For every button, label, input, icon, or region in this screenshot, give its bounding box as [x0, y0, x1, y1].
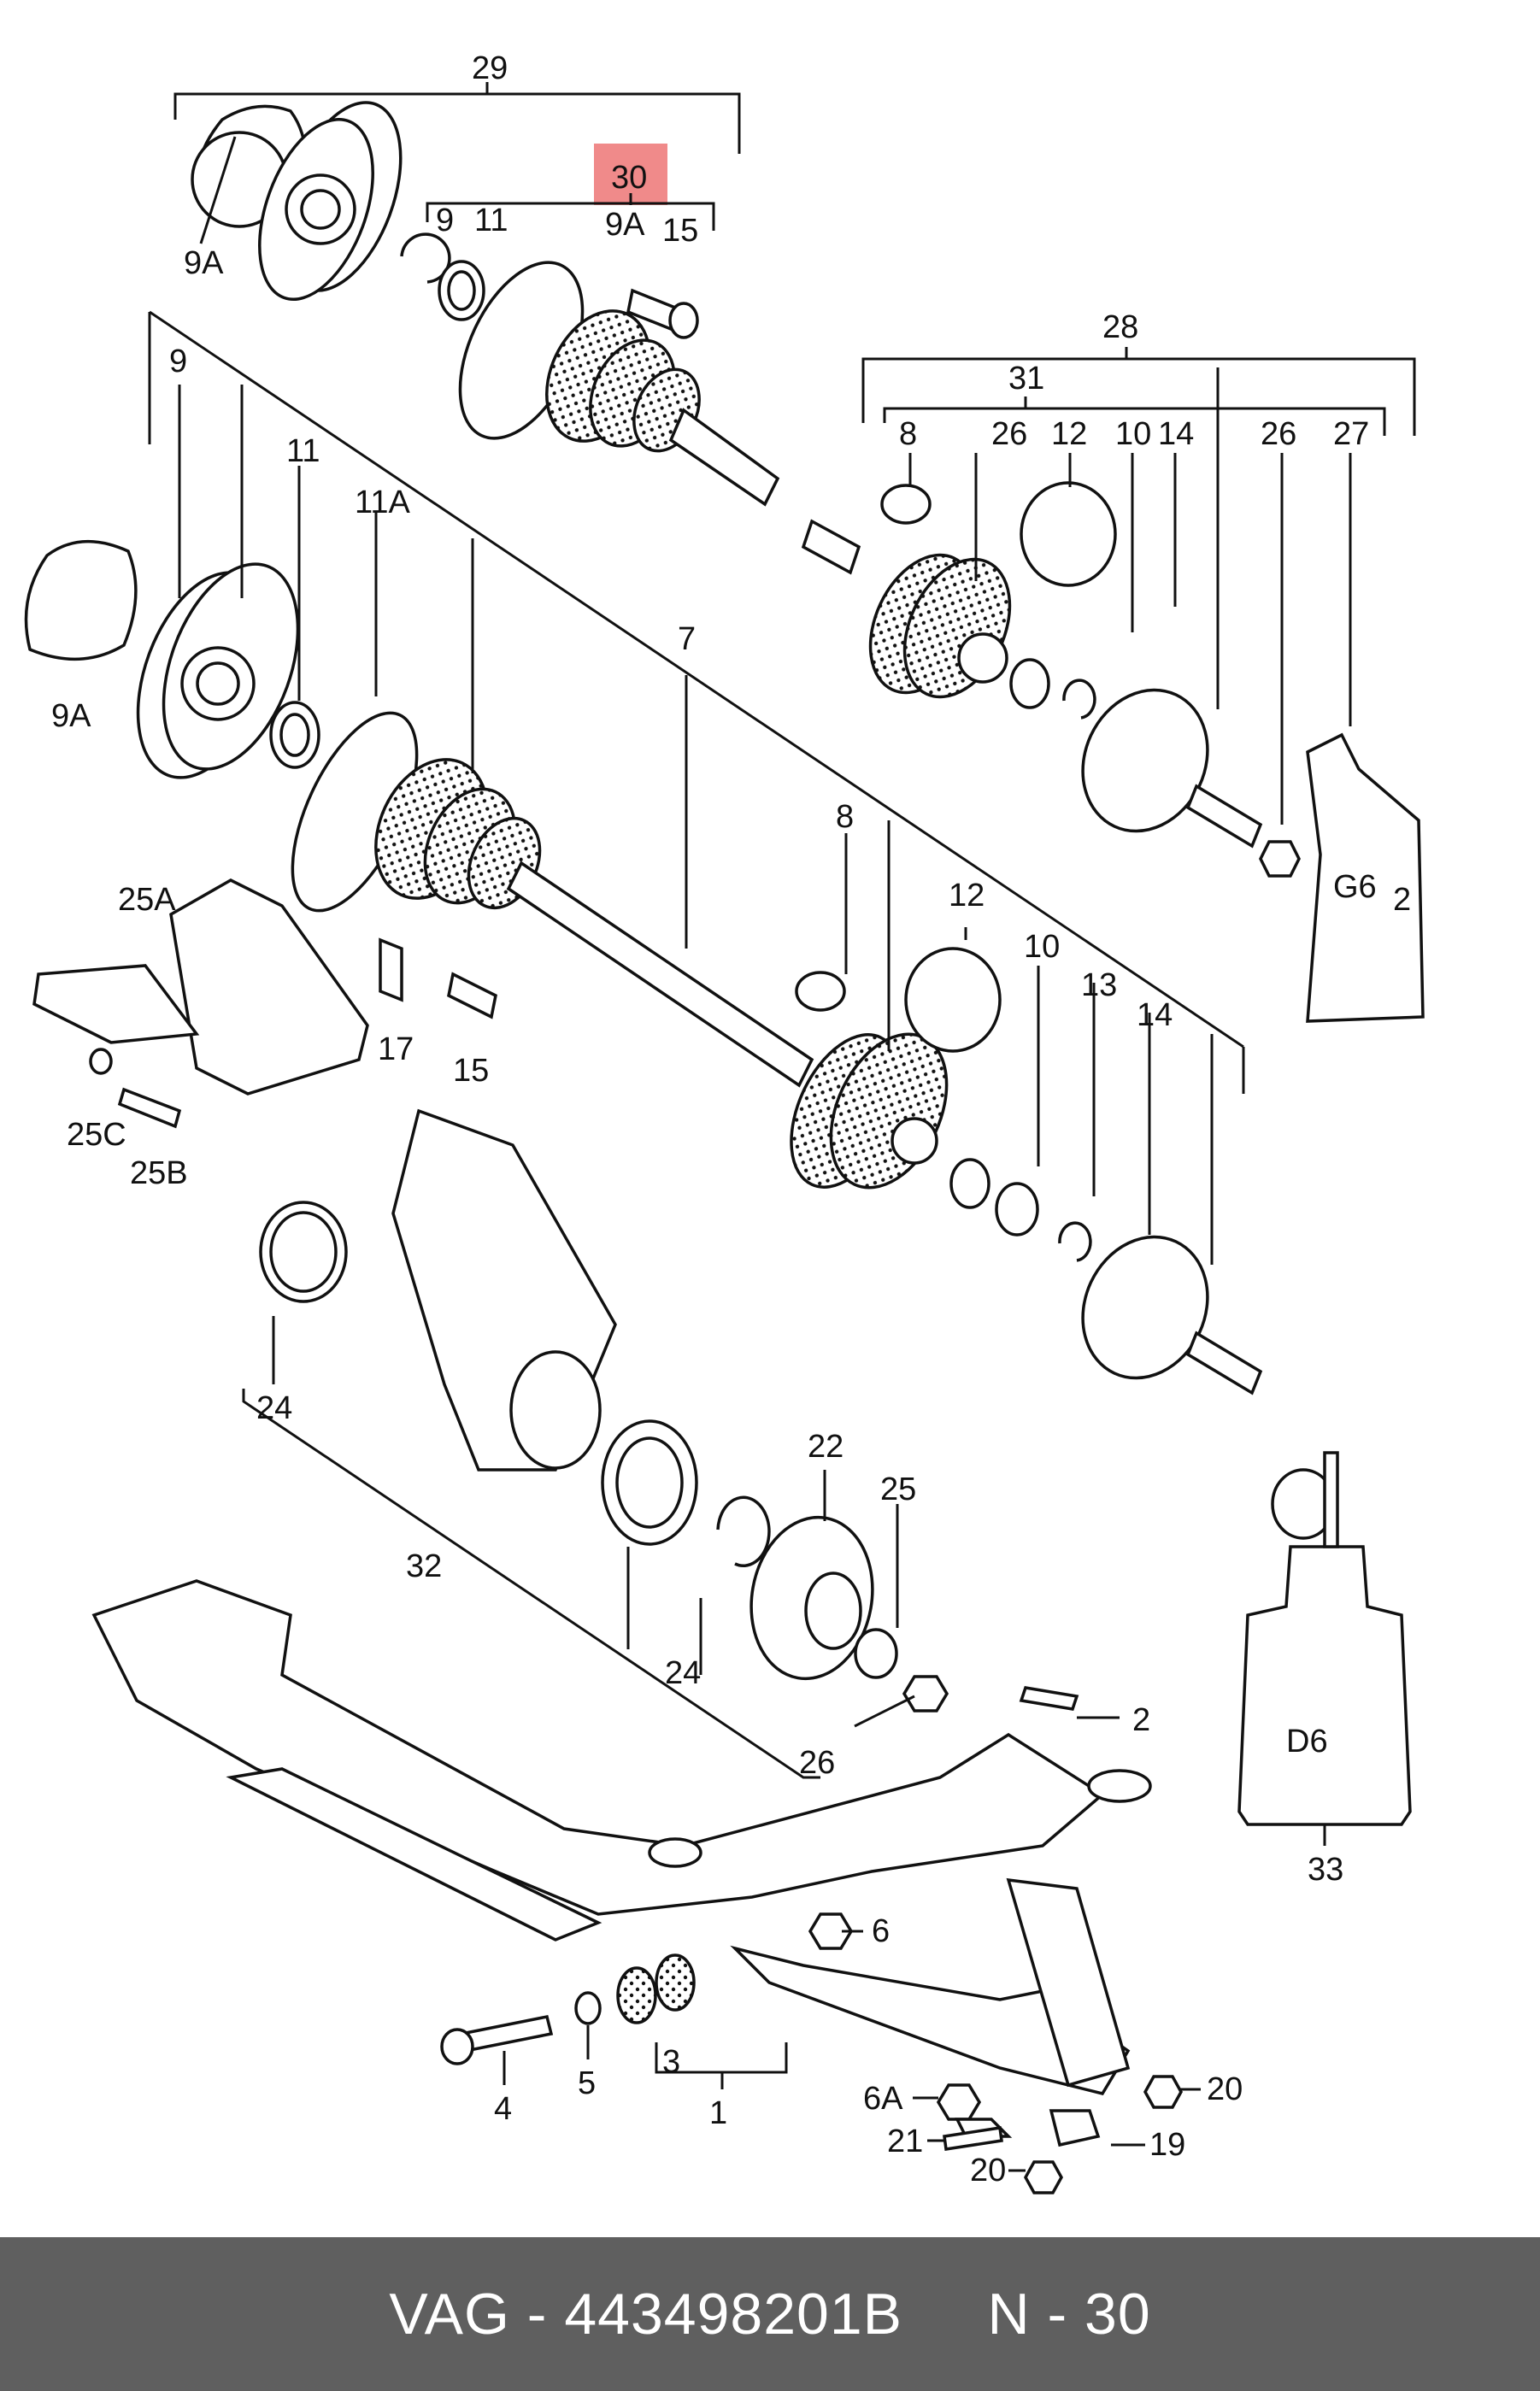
label-2: 2 — [1132, 1702, 1150, 1738]
label-29: 29 — [472, 50, 508, 86]
label-12-mid: 12 — [949, 878, 985, 914]
label-15-mid: 15 — [453, 1053, 489, 1089]
label-24-bot: 24 — [665, 1655, 701, 1691]
label-10-mid: 10 — [1024, 929, 1060, 965]
label-4: 4 — [494, 2091, 512, 2127]
label-11a: 11A — [355, 485, 410, 520]
control-arm — [440, 1686, 1184, 2194]
inner-joint-assembly — [801, 347, 1416, 878]
label-11-left: 11 — [286, 433, 320, 469]
label-15-top: 15 — [662, 213, 698, 249]
label-32: 32 — [406, 1548, 442, 1584]
tube-sub: 2 — [1393, 882, 1411, 918]
label-9a-top: 9A — [184, 245, 224, 281]
label-31: 31 — [1008, 361, 1044, 397]
label-6a: 6A — [863, 2081, 903, 2117]
callout-labels: 29 30 9A 9 11 9A 15 9 11 11A 9A 7 28 31 … — [51, 50, 1369, 2188]
label-12-top: 12 — [1051, 416, 1087, 452]
label-25c: 25C — [67, 1117, 126, 1153]
leader-lines — [178, 136, 1352, 2172]
label-30: 30 — [611, 160, 647, 196]
tube-text: G6 — [1333, 869, 1377, 905]
label-11-top: 11 — [474, 203, 508, 238]
exploded-parts-diagram: G6 2 — [24, 50, 1425, 2194]
label-14-top: 14 — [1158, 416, 1194, 452]
label-27: 27 — [1333, 416, 1369, 452]
label-21: 21 — [887, 2124, 923, 2159]
label-25b: 25B — [130, 1155, 188, 1191]
label-20-right: 20 — [1207, 2071, 1243, 2107]
part-number-banner: VAG - 443498201B N - 30 — [0, 2237, 1540, 2391]
label-13: 13 — [1081, 967, 1117, 1003]
label-26-right: 26 — [1261, 416, 1296, 452]
label-9-top: 9 — [436, 203, 454, 238]
label-1: 1 — [709, 2095, 727, 2131]
label-26-bot: 26 — [799, 1745, 835, 1781]
label-24-top: 24 — [256, 1390, 292, 1426]
label-9a-sub: 9A — [605, 207, 645, 243]
label-3: 3 — [662, 2044, 680, 2080]
label-14-mid: 14 — [1137, 997, 1173, 1033]
label-17: 17 — [378, 1031, 414, 1067]
label-33: 33 — [1308, 1852, 1343, 1888]
label-10-top: 10 — [1115, 416, 1151, 452]
oil-bottle-d6: D6 — [1237, 1451, 1412, 1846]
label-26-top: 26 — [991, 416, 1027, 452]
footer-text: VAG - 443498201B N - 30 — [389, 2282, 1151, 2347]
bracket-25a — [32, 878, 497, 1129]
label-22: 22 — [808, 1429, 843, 1465]
label-8-mid: 8 — [836, 799, 854, 835]
label-20-bottom: 20 — [970, 2153, 1006, 2188]
label-7: 7 — [678, 621, 696, 657]
label-28: 28 — [1102, 309, 1138, 345]
main-drive-shaft-assembly — [24, 310, 1263, 1395]
wheel-hub-knuckle — [242, 1108, 949, 1779]
label-25a: 25A — [118, 882, 176, 918]
bottle-text: D6 — [1286, 1724, 1328, 1759]
label-6: 6 — [872, 1913, 890, 1949]
grease-tube-g6: G6 2 — [1306, 732, 1425, 1023]
label-8-top: 8 — [899, 416, 917, 452]
label-19: 19 — [1149, 2127, 1185, 2163]
label-9-left: 9 — [169, 344, 187, 379]
top-drive-shaft-assembly — [173, 82, 780, 507]
subframe — [91, 1579, 1152, 1942]
label-5: 5 — [578, 2065, 596, 2101]
label-9a-left: 9A — [51, 698, 91, 734]
label-25: 25 — [880, 1472, 916, 1507]
